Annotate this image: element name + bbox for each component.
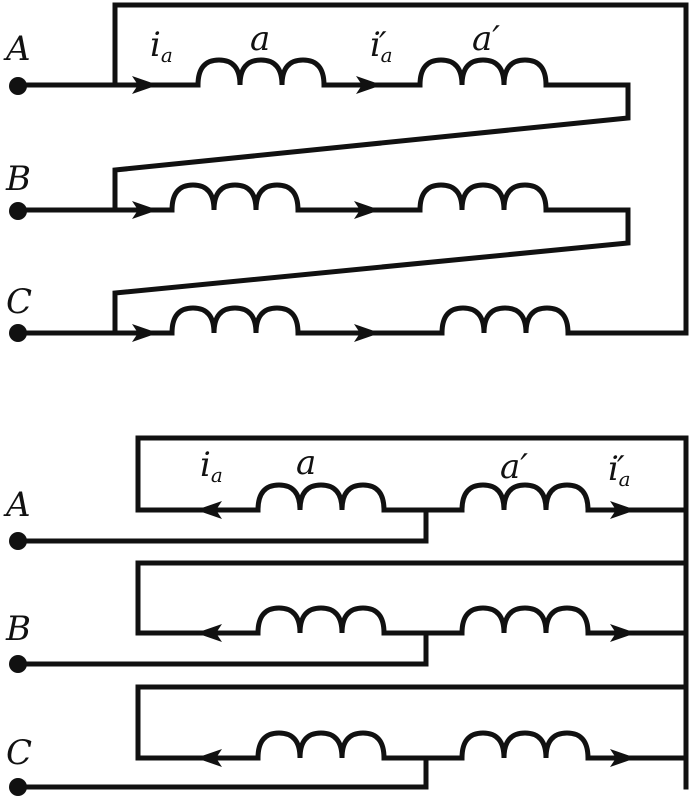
top-terminal-b-label: B (5, 159, 31, 199)
bottom-a-coil-a (255, 482, 387, 511)
top-terminal-c (9, 324, 27, 342)
bottom-a-input-wire (15, 507, 429, 544)
top-a-to-b-crossover (112, 82, 631, 213)
top-terminal-a (9, 77, 27, 95)
top-c-coil-2 (439, 305, 571, 334)
top-a-current-arrow-2 (356, 76, 382, 94)
top-diagram: A B C ia a i′a a′ (3, 2, 689, 342)
bottom-c-input-wire (15, 755, 429, 790)
bottom-b-coil-2 (459, 605, 591, 634)
bottom-current-ia-label: ia (200, 445, 223, 487)
top-b-current-arrow-2 (354, 201, 380, 219)
bottom-c-coil-2 (459, 730, 591, 759)
top-c-current-arrow-2 (354, 324, 380, 342)
top-b-coil-1 (169, 182, 301, 211)
bottom-c-left-loop (135, 684, 689, 761)
top-terminal-c-label: C (6, 282, 32, 322)
top-coil-a-label: a (250, 19, 270, 59)
bottom-coil-a-prime-label: a′ (500, 447, 528, 487)
top-a-coil-a (195, 57, 327, 86)
bottom-c-current-arrow-left (196, 749, 222, 767)
bottom-diagram: A B C ia a a′ i′a (3, 435, 689, 796)
bottom-terminal-b (9, 655, 27, 673)
top-current-ia-prime-label: i′a (370, 25, 393, 67)
top-c-current-arrow-1 (132, 324, 158, 342)
top-current-ia-label: ia (150, 25, 173, 67)
top-terminal-a-label: A (3, 29, 31, 69)
bottom-b-left-loop (135, 560, 689, 636)
bottom-b-input-wire (15, 630, 429, 667)
bottom-coil-a-label: a (296, 443, 316, 483)
bottom-b-coil-1 (255, 605, 387, 634)
bottom-terminal-c (9, 778, 27, 796)
top-a-current-arrow-1 (132, 76, 158, 94)
top-terminal-b (9, 202, 27, 220)
bottom-a-left-loop (135, 435, 689, 790)
top-b-coil-2 (417, 182, 549, 211)
top-b-to-c-crossover (112, 207, 631, 336)
bottom-c-current-arrow-right (610, 749, 636, 767)
bottom-a-current-arrow-right (610, 501, 636, 519)
bottom-terminal-a (9, 532, 27, 550)
bottom-current-ia-prime-label: i′a (608, 449, 631, 491)
bottom-a-current-arrow-left (196, 501, 222, 519)
bottom-terminal-a-label: A (3, 485, 31, 525)
top-neutral-loop (112, 2, 689, 336)
bottom-c-coil-1 (255, 730, 387, 759)
top-b-current-arrow-1 (132, 201, 158, 219)
bottom-b-current-arrow-right (610, 624, 636, 642)
bottom-a-coil-a-prime (459, 482, 591, 511)
bottom-terminal-b-label: B (5, 609, 31, 649)
bottom-terminal-c-label: C (6, 733, 32, 773)
top-a-coil-a-prime (417, 57, 549, 86)
top-c-coil-1 (169, 305, 301, 334)
top-coil-a-prime-label: a′ (472, 19, 500, 59)
bottom-b-current-arrow-left (196, 624, 222, 642)
